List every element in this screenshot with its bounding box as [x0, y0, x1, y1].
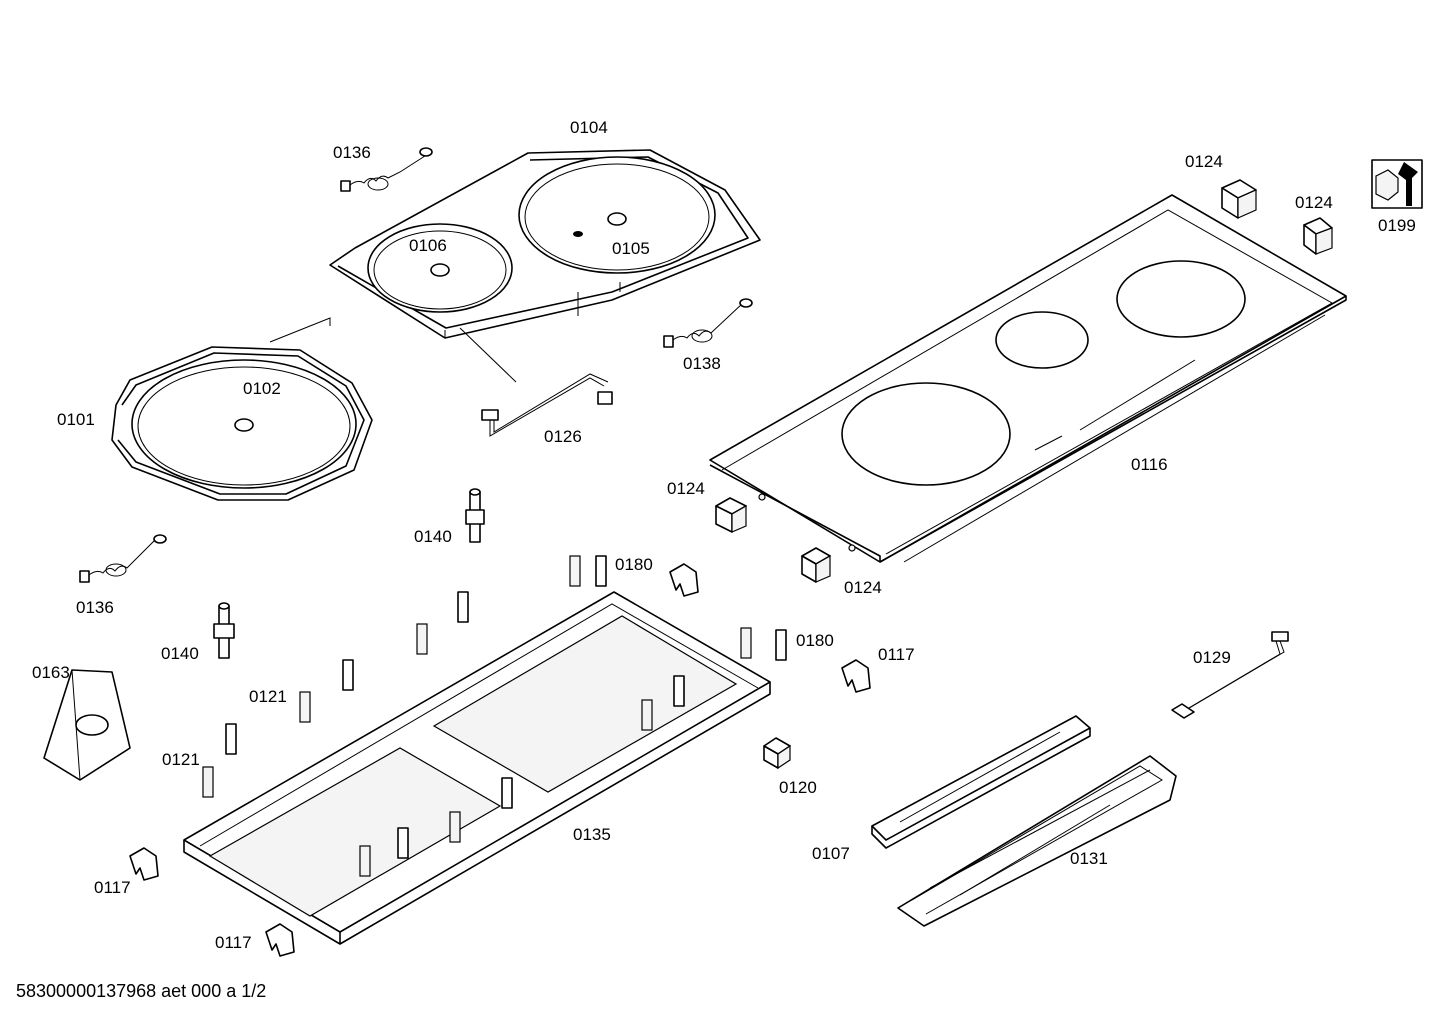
- label-0126: 0126: [544, 427, 582, 446]
- label-0106: 0106: [409, 236, 447, 255]
- label-0117-a: 0117: [878, 645, 915, 664]
- label-0105: 0105: [612, 239, 650, 258]
- label-0124-c: 0124: [667, 479, 705, 498]
- label-0138: 0138: [683, 354, 721, 373]
- heating-element-0101: [111, 317, 373, 501]
- label-0129: 0129: [1193, 648, 1231, 667]
- label-0180-b: 0180: [796, 631, 834, 650]
- label-0135: 0135: [573, 825, 611, 844]
- label-0124-d: 0124: [844, 578, 882, 597]
- clip-0117-b: [129, 847, 159, 881]
- bracket-0124-a: [1221, 179, 1257, 219]
- label-0117-b: 0117: [94, 878, 131, 897]
- heating-tray-0104: [329, 149, 761, 383]
- sensor-wire-0136-a: [340, 147, 433, 192]
- cable-0129: [1171, 631, 1289, 719]
- label-0124-b: 0124: [1295, 193, 1333, 212]
- label-0121-a: 0121: [249, 687, 287, 706]
- label-0121-b: 0121: [162, 750, 200, 769]
- label-0116: 0116: [1131, 455, 1168, 474]
- spacer-0140-a: [465, 488, 485, 543]
- label-0199: 0199: [1378, 216, 1416, 235]
- label-0117-c: 0117: [215, 933, 252, 952]
- clip-0117-d: [669, 563, 699, 597]
- glass-top-0116: [709, 194, 1347, 563]
- label-0101: 0101: [57, 410, 95, 429]
- clip-0117-c: [265, 923, 295, 957]
- base-frame-0135: [183, 591, 771, 945]
- document-id: 58300000137968 aet 000 a 1/2: [16, 981, 267, 1001]
- label-0124-a: 0124: [1185, 152, 1223, 171]
- label-0140-b: 0140: [161, 644, 199, 663]
- spring-set: [202, 555, 752, 877]
- label-0120: 0120: [779, 778, 817, 797]
- sensor-wire-0136-b: [79, 534, 167, 583]
- label-0131: 0131: [1070, 849, 1108, 868]
- support-0131: [897, 755, 1177, 927]
- bracket-0124-c: [715, 497, 747, 533]
- label-0136-a: 0136: [333, 143, 371, 162]
- label-0140-a: 0140: [414, 527, 452, 546]
- bracket-0124-d: [801, 547, 831, 583]
- label-0107: 0107: [812, 844, 850, 863]
- label-0180-a: 0180: [615, 555, 653, 574]
- grease-pack-0163: [43, 669, 131, 781]
- wrench-icon: [1371, 159, 1423, 209]
- feet-pins: [225, 555, 787, 859]
- label-0104: 0104: [570, 118, 608, 137]
- bracket-0124-b: [1303, 217, 1333, 255]
- clip-0117-a: [841, 659, 871, 693]
- spacer-0140-b: [213, 602, 235, 659]
- label-0163: 0163: [32, 663, 70, 682]
- control-board-0107: [871, 715, 1091, 849]
- cable-0126: [481, 373, 613, 437]
- connector-0120: [763, 737, 791, 770]
- sensor-wire-0138: [663, 298, 753, 348]
- label-0136-b: 0136: [76, 598, 114, 617]
- label-0102: 0102: [243, 379, 281, 398]
